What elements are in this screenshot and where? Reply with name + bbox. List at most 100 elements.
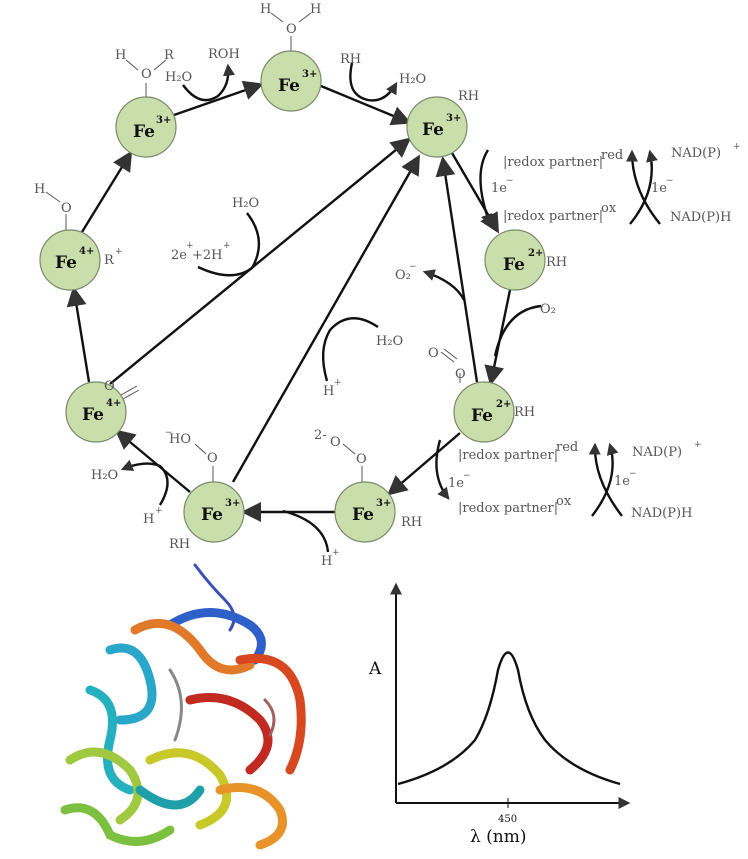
node-g: Fe3+: [183, 481, 245, 543]
svg-text:O: O: [104, 379, 115, 394]
svg-text:3+: 3+: [225, 498, 240, 509]
svg-text:3+: 3+: [376, 498, 391, 509]
svg-text:|redox partner|: |redox partner|: [503, 155, 603, 170]
svg-text:red: red: [601, 148, 623, 163]
protein-structure-image: [60, 563, 306, 850]
curl-2e2h: [197, 212, 260, 277]
svg-text:Fe: Fe: [352, 505, 374, 525]
ligand-bonds: [45, 12, 461, 482]
node-e: Fe2+: [453, 381, 515, 443]
svg-text:H₂O: H₂O: [376, 334, 403, 349]
curl-h2o-g: [322, 317, 379, 382]
svg-text:H₂O: H₂O: [165, 70, 192, 85]
svg-text:−: −: [629, 469, 637, 479]
svg-text:RH: RH: [169, 537, 190, 552]
shunt-e-c: [435, 156, 479, 383]
svg-text:1e: 1e: [491, 181, 507, 196]
svg-text:H: H: [310, 2, 321, 17]
svg-text:1e: 1e: [614, 474, 630, 489]
arrow-i-a: [80, 150, 133, 233]
svg-text:NAD(P)H: NAD(P)H: [670, 210, 731, 225]
curl-redox-2: [435, 439, 450, 500]
shunt-g-c: [231, 154, 420, 483]
nodes: Fe3+ Fe3+ Fe3+ Fe2+ Fe2+ Fe3+ Fe3+ Fe4+ …: [39, 50, 546, 543]
svg-text:RH: RH: [401, 515, 422, 530]
svg-text:RH: RH: [546, 255, 567, 270]
node-a: Fe3+: [115, 96, 177, 158]
curl-h2o-roh: [182, 63, 235, 102]
x-axis-label: λ (nm): [470, 827, 527, 847]
svg-text:1e: 1e: [448, 476, 464, 491]
node-c: Fe3+: [406, 96, 468, 158]
svg-text:4+: 4+: [79, 246, 94, 257]
arrow-b-c: [320, 84, 412, 126]
curl-rh-h2o: [349, 62, 398, 102]
svg-text:3+: 3+: [446, 113, 461, 124]
svg-text:1e: 1e: [651, 181, 667, 196]
svg-text:NAD(P)H: NAD(P)H: [631, 506, 692, 521]
svg-text:+2H: +2H: [192, 248, 223, 263]
svg-text:H: H: [34, 182, 45, 197]
node-i: Fe4+: [39, 229, 101, 291]
svg-text:HO: HO: [169, 432, 191, 447]
node-f: Fe3+: [334, 481, 396, 543]
svg-text:−: −: [409, 262, 417, 272]
svg-text:O: O: [207, 451, 218, 466]
svg-text:H₂O: H₂O: [232, 196, 259, 211]
svg-text:3+: 3+: [302, 69, 317, 80]
node-b: Fe3+: [260, 50, 322, 112]
svg-text:+: +: [733, 142, 741, 152]
svg-text:O₂: O₂: [540, 302, 556, 317]
svg-text:O: O: [61, 201, 72, 216]
x-tick-label: 450: [498, 814, 517, 825]
svg-text:H: H: [143, 512, 154, 527]
svg-text:Fe: Fe: [503, 255, 525, 275]
svg-text:Fe: Fe: [133, 122, 155, 142]
svg-text:Fe: Fe: [422, 120, 444, 140]
side-arrows: [120, 62, 661, 553]
curl-h-plus-f: [282, 509, 330, 553]
svg-text:+: +: [115, 247, 123, 257]
svg-text:Fe: Fe: [55, 253, 77, 273]
svg-text:Fe: Fe: [471, 406, 493, 426]
svg-text:ROH: ROH: [208, 47, 240, 62]
svg-text:O₂: O₂: [395, 268, 411, 283]
svg-text:|redox partner|: |redox partner|: [458, 501, 558, 516]
svg-text:−: −: [165, 428, 173, 438]
svg-text:O: O: [286, 22, 297, 37]
svg-text:+: +: [155, 506, 163, 516]
svg-text:+: +: [186, 241, 194, 251]
svg-text:Fe: Fe: [82, 405, 104, 425]
arrow-g-h: [114, 429, 191, 493]
curl-nad-1a: [629, 149, 658, 225]
svg-text:4+: 4+: [106, 398, 121, 409]
arrow-e-f: [386, 432, 461, 496]
curl-o2-minus: [422, 269, 466, 301]
soret-peak-curve: [397, 651, 621, 786]
svg-text:+: +: [223, 241, 231, 251]
svg-text:H₂O: H₂O: [399, 72, 426, 87]
curl-redox-1: [479, 149, 493, 227]
curl-nad-1b: [626, 149, 661, 225]
svg-text:+: +: [694, 440, 702, 450]
spectrum-plot: A 450 λ (nm): [368, 582, 631, 847]
svg-text:H: H: [115, 48, 126, 63]
svg-text:H: H: [260, 2, 271, 17]
svg-text:−: −: [666, 176, 674, 186]
svg-text:3+: 3+: [156, 115, 171, 126]
svg-text:O: O: [141, 67, 152, 82]
curl-nad-2b: [588, 442, 623, 517]
svg-text:O: O: [330, 435, 341, 450]
curl-nad-2a: [591, 442, 619, 517]
svg-text:|redox partner|: |redox partner|: [503, 209, 603, 224]
svg-text:O: O: [356, 452, 367, 467]
svg-text:NAD(P): NAD(P): [632, 445, 682, 460]
svg-text:R: R: [104, 253, 115, 268]
node-h: Fe4+: [65, 381, 127, 443]
svg-text:ox: ox: [601, 201, 617, 216]
node-d: Fe2+: [484, 229, 546, 291]
arrow-h-i: [66, 286, 91, 383]
svg-text:RH: RH: [514, 405, 535, 420]
svg-text:+: +: [332, 548, 340, 558]
